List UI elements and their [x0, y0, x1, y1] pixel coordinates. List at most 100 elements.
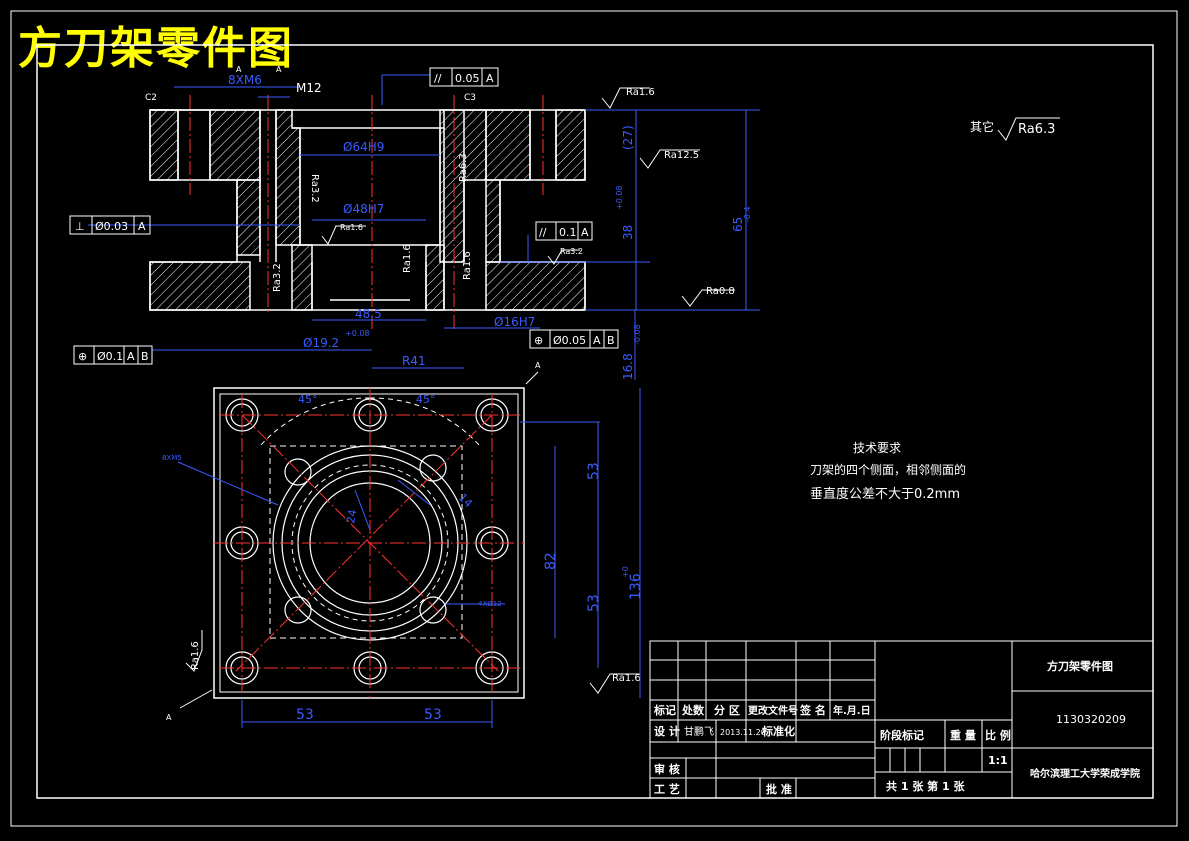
- dim-136-tol: +0: [621, 566, 630, 578]
- inner-border: [36, 44, 1154, 799]
- dim-height-16: 16.8: [621, 353, 635, 380]
- dim-53-v2: 53: [586, 594, 602, 612]
- dim-height-16-tol: -0.08: [633, 324, 642, 345]
- dim-82: 82: [543, 552, 559, 570]
- arrow-a-bottom: A: [166, 713, 172, 722]
- tb-sheets: 共 1 张 第 1 张: [886, 779, 965, 793]
- dim-c2: C2: [145, 93, 157, 103]
- tb-h-count: 处数: [681, 703, 705, 717]
- dim-bore-64: Ø64H9: [343, 140, 384, 154]
- gt-par-sym: //: [434, 72, 442, 85]
- tb-h-sign: 签 名: [799, 703, 826, 717]
- dim-height-38-tol: +0.08: [615, 185, 624, 210]
- tb-h-stage: 阶段标记: [880, 728, 924, 742]
- dim-radius-41: R41: [402, 354, 426, 368]
- title-block: [649, 640, 1154, 799]
- tb-h-approve: 批 准: [766, 782, 792, 796]
- ra-32-c: Ra3.2: [272, 263, 283, 292]
- ra-16-c: Ra1.6: [402, 244, 413, 273]
- view-label-a2: A: [276, 65, 282, 74]
- tb-h-process: 工 艺: [654, 782, 680, 796]
- dim-height-38: 38: [621, 225, 635, 240]
- other-value: Ra6.3: [1018, 122, 1055, 137]
- dim-bore-48: Ø48H7: [343, 202, 384, 216]
- arrow-a-top: A: [535, 361, 541, 370]
- plan-dimensions: [177, 388, 641, 728]
- dim-depth-48: 48.5: [355, 307, 382, 321]
- gt-par-val: 0.05: [455, 72, 480, 85]
- dim-height-65: 65: [731, 217, 745, 232]
- dim-53-h-right: 53: [424, 707, 442, 723]
- tb-school: 哈尔滨理工大学荣成学院: [1030, 767, 1140, 780]
- gt-par2-val: 0.1: [559, 226, 577, 239]
- ra-16-d: Ra1.6: [462, 251, 473, 280]
- dim-45-right: 45°: [416, 393, 436, 406]
- tb-h-doc: 更改文件号: [748, 704, 798, 717]
- dim-bore-19: Ø19.2: [303, 336, 339, 350]
- tb-h-design: 设 计: [654, 724, 680, 738]
- tb-design-date: 2013.11.20: [720, 728, 766, 737]
- ra-32-a: Ra3.2: [309, 174, 320, 203]
- dim-8xm6: 8XM6: [228, 73, 262, 87]
- dim-m12: M12: [296, 81, 322, 95]
- tb-h-scale: 比 例: [985, 728, 1011, 742]
- gt-pos2-datum: A: [593, 334, 601, 347]
- drawing-title: 方刀架零件图: [18, 23, 294, 74]
- gt-pos-sym: ⊕: [78, 350, 87, 363]
- dim-bore-19-tol: +0.08: [345, 329, 370, 338]
- gt-pos2-val: Ø0.05: [553, 334, 586, 347]
- roughness-symbols: [185, 87, 1060, 694]
- dim-53-h-left: 53: [296, 707, 314, 723]
- dim-136: 136: [628, 573, 644, 600]
- ra-63: Ra6.3: [458, 153, 469, 182]
- other-label: 其它: [970, 119, 994, 134]
- tolerance-frames: [69, 67, 619, 365]
- dim-height-65-tol: -0.4: [743, 206, 752, 222]
- gt-pos-datum: A: [127, 350, 135, 363]
- plan-view: [213, 387, 525, 699]
- tb-drawing-no: 1130320209: [1056, 713, 1126, 726]
- gt-pos-datum2: B: [141, 350, 149, 363]
- dim-c3: C3: [464, 93, 476, 103]
- dim-bore-16: Ø16H7: [494, 315, 535, 329]
- section-view: [149, 95, 586, 330]
- dim-45-left: 45°: [298, 393, 318, 406]
- tech-line2: 垂直度公差不大于0.2mm: [810, 486, 960, 502]
- gt-perp-val: Ø0.03: [95, 220, 128, 233]
- gt-pos-val: Ø0.1: [97, 350, 123, 363]
- outer-border: [10, 10, 1178, 827]
- gt-par2-sym: //: [539, 226, 547, 239]
- dim-53-v1: 53: [586, 462, 602, 480]
- view-label-a: A: [236, 65, 242, 74]
- section-dimensions: [88, 74, 760, 380]
- tb-h-review: 审 核: [654, 762, 680, 776]
- tech-title: 技术要求: [853, 441, 901, 455]
- gt-par2-datum: A: [581, 226, 589, 239]
- gt-pos2-sym: ⊕: [534, 334, 543, 347]
- ra-08: Ra0.8: [706, 286, 735, 297]
- gt-perp-sym: ⊥: [75, 220, 85, 233]
- tb-h-zone: 分 区: [714, 703, 740, 717]
- dim-24: 24: [344, 508, 359, 524]
- ra-plan-right: Ra1.6: [612, 673, 641, 684]
- ra-top: Ra1.6: [626, 87, 655, 98]
- tb-part-name: 方刀架零件图: [1047, 659, 1113, 673]
- note-8xm5: 8XM5: [162, 454, 182, 462]
- tb-h-std: 标准化: [761, 724, 795, 738]
- tb-scale: 1:1: [988, 754, 1008, 767]
- gt-par-datum: A: [486, 72, 494, 85]
- tb-h-date: 年.月.日: [833, 704, 871, 717]
- note-4x12: 4XØ12: [478, 600, 502, 608]
- tb-h-weight: 重 量: [950, 728, 976, 742]
- tech-requirements: 技术要求 刀架的四个侧面，相邻侧面的 垂直度公差不大于0.2mm: [810, 441, 966, 502]
- dim-height-27: (27): [621, 125, 635, 150]
- tb-h-mark: 标记: [653, 703, 676, 717]
- ra-32-b: Ra3.2: [560, 247, 583, 256]
- ra-16-b: Ra1.6: [340, 223, 363, 232]
- ra-125: Ra12.5: [664, 150, 699, 161]
- ra-plan-left: Ra1.6: [190, 641, 201, 670]
- tech-line1: 刀架的四个侧面，相邻侧面的: [810, 462, 966, 477]
- dim-14: 14: [456, 491, 475, 510]
- tb-designer: 甘鹏飞: [684, 725, 714, 738]
